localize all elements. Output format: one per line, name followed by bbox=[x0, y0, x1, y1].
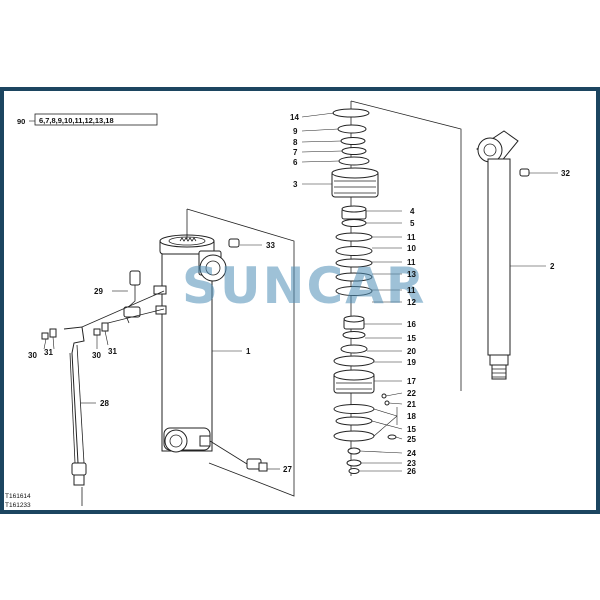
seal-stack bbox=[301, 100, 462, 476]
callout-labels: 14 9 8 7 6 3 4 5 11 10 11 13 11 12 16 15… bbox=[28, 113, 570, 476]
line-fitting bbox=[112, 270, 141, 324]
callout: 16 bbox=[407, 320, 416, 329]
callout: 20 bbox=[407, 347, 416, 356]
callout: 30 bbox=[28, 351, 37, 360]
callout: 19 bbox=[407, 358, 416, 367]
port-fitting bbox=[209, 440, 280, 472]
callout: 11 bbox=[407, 233, 416, 242]
callout: 33 bbox=[266, 241, 275, 250]
bolts-washers bbox=[41, 322, 109, 350]
callout: 26 bbox=[407, 467, 416, 476]
exploded-parts-diagram: 90 6,7,8,9,10,11,12,13,18 bbox=[5, 100, 570, 509]
mount-guides bbox=[81, 208, 295, 506]
callout: 12 bbox=[407, 298, 416, 307]
callout: 31 bbox=[44, 348, 53, 357]
callout: 4 bbox=[410, 207, 415, 216]
callout: 28 bbox=[100, 399, 109, 408]
callout: 29 bbox=[94, 287, 103, 296]
callout: 11 bbox=[407, 286, 416, 295]
callout: 6 bbox=[293, 158, 298, 167]
callout: 3 bbox=[293, 180, 298, 189]
callout: 32 bbox=[561, 169, 570, 178]
kit-number: 90 bbox=[17, 117, 25, 126]
clip bbox=[228, 238, 262, 248]
callout: 21 bbox=[407, 400, 416, 409]
callout: 7 bbox=[293, 148, 298, 157]
callout: 27 bbox=[283, 465, 292, 474]
callout: 31 bbox=[108, 347, 117, 356]
callout: 15 bbox=[407, 425, 416, 434]
watermark: SUNCAR bbox=[182, 257, 426, 315]
callout: 22 bbox=[407, 389, 416, 398]
kit-label: 90 6,7,8,9,10,11,12,13,18 bbox=[17, 113, 158, 126]
callout: 10 bbox=[407, 244, 416, 253]
callout: 9 bbox=[293, 127, 298, 136]
callout: 13 bbox=[407, 270, 416, 279]
drawing-ref: T161614 bbox=[5, 493, 31, 500]
callout: 8 bbox=[293, 138, 298, 147]
callout: 1 bbox=[246, 347, 251, 356]
callout: 24 bbox=[407, 449, 416, 458]
kit-contents: 6,7,8,9,10,11,12,13,18 bbox=[39, 116, 114, 125]
callout: 18 bbox=[407, 412, 416, 421]
callout: 14 bbox=[290, 113, 299, 122]
callout: 11 bbox=[407, 258, 416, 267]
callout: 30 bbox=[92, 351, 101, 360]
piston-rod bbox=[476, 130, 558, 380]
callout: 5 bbox=[410, 219, 415, 228]
drawing-ref: T161233 bbox=[5, 502, 31, 509]
callout: 17 bbox=[407, 377, 416, 386]
callout: 2 bbox=[550, 262, 555, 271]
callout: 15 bbox=[407, 334, 416, 343]
callout: 25 bbox=[407, 435, 416, 444]
diagram-frame: 90 6,7,8,9,10,11,12,13,18 bbox=[0, 87, 600, 514]
callout: 23 bbox=[407, 459, 416, 468]
